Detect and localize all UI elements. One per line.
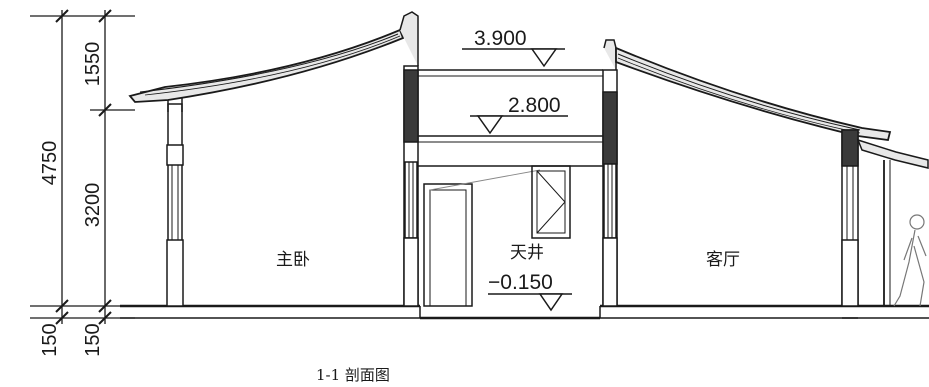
dim-middle-label: 3200: [82, 183, 104, 228]
elevation-ridge-label: 3.900: [474, 27, 527, 50]
room-label-living-room: 客厅: [706, 250, 740, 270]
left-wall: [166, 103, 184, 307]
dim-total-label: 4750: [39, 141, 61, 186]
dim-upper-label: 1550: [82, 42, 104, 87]
dim-base-right-label: 150: [82, 323, 104, 356]
center-left-post: [399, 11, 419, 307]
left-roof: [128, 28, 405, 112]
courtyard-window: [531, 165, 571, 239]
ground-slab: [120, 304, 929, 320]
drawing-caption: 1-1 剖面图: [316, 366, 390, 384]
person-figure: [893, 214, 927, 307]
courtyard-frame: [418, 69, 603, 167]
right-wall: [841, 129, 859, 319]
elevation-eave-label: 2.800: [508, 94, 561, 117]
right-roof: [615, 46, 892, 141]
center-right-post: [602, 39, 618, 307]
elevation-marker-eave: [470, 115, 568, 135]
courtyard-door: [423, 169, 541, 307]
dimension-chain: [30, 9, 135, 325]
elevation-marker-courtyard: [488, 293, 572, 312]
room-label-courtyard: 天井: [510, 243, 544, 263]
elevation-courtyard-label: −0.150: [488, 271, 553, 294]
elevation-marker-ridge: [462, 48, 565, 68]
adjacent-roof: [856, 138, 929, 306]
room-label-master-bedroom: 主卧: [276, 250, 310, 270]
dim-base-left-label: 150: [39, 323, 61, 356]
